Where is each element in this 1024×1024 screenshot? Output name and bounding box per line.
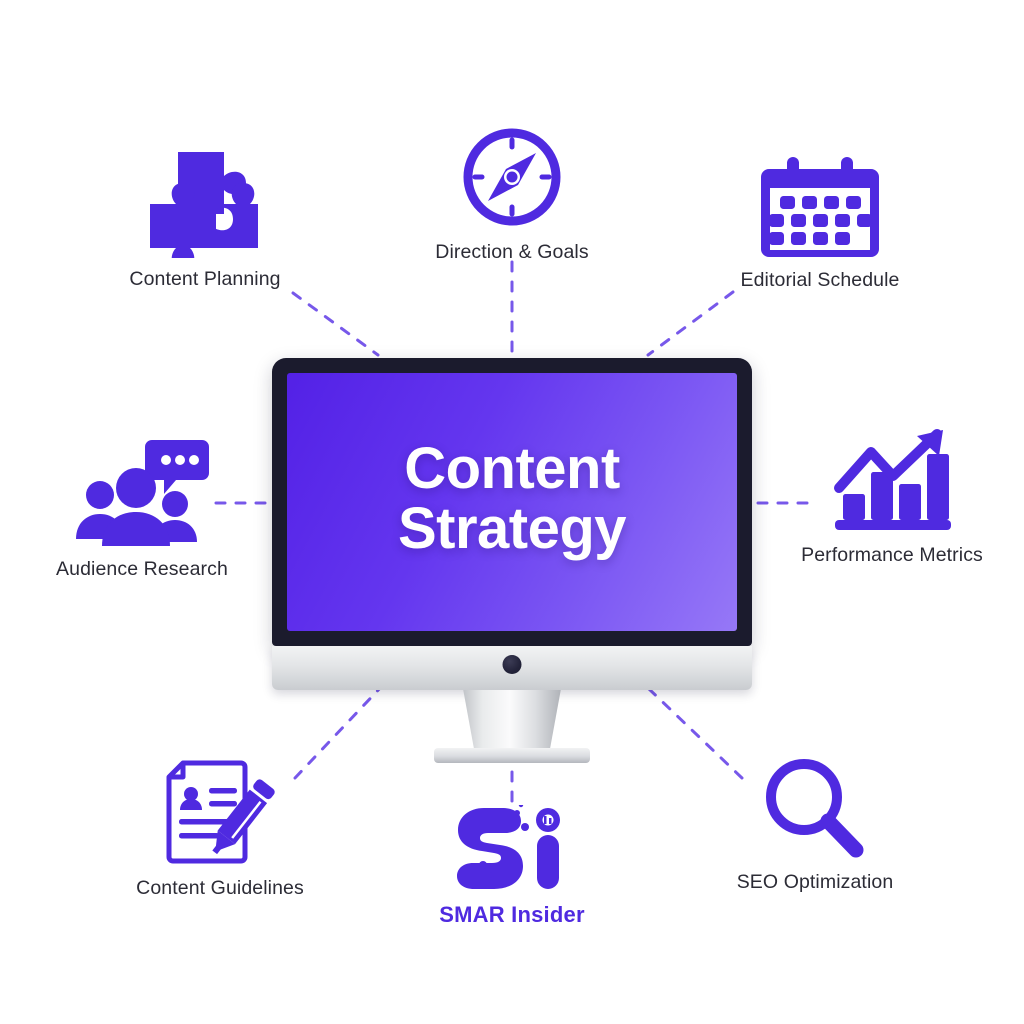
node-audience[interactable]: Audience Research — [22, 438, 262, 581]
monitor-chin — [272, 646, 752, 690]
node-editorial[interactable]: Editorial Schedule — [700, 155, 940, 292]
node-label: Content Guidelines — [136, 877, 304, 899]
monitor-bezel: Content Strategy — [272, 358, 752, 646]
brand-logo[interactable]: SMAR Insider — [402, 802, 622, 928]
calendar-icon — [761, 155, 879, 259]
node-label: Audience Research — [56, 558, 228, 580]
connector-content-planning — [291, 291, 380, 357]
node-guidelines[interactable]: Content Guidelines — [100, 757, 340, 900]
node-label: Editorial Schedule — [740, 269, 900, 291]
node-content-planning[interactable]: Content Planning — [85, 148, 325, 291]
imac-monitor: Content Strategy — [272, 358, 752, 763]
connector-editorial — [646, 290, 735, 357]
node-direction-goals[interactable]: Direction & Goals — [392, 123, 632, 264]
node-performance[interactable]: Performance Metrics — [772, 428, 1012, 567]
node-label: SEO Optimization — [736, 871, 894, 893]
si-monogram-icon — [453, 802, 571, 896]
bar-chart-arrow-up-icon — [833, 428, 951, 534]
brand-name: SMAR Insider — [439, 902, 585, 927]
node-label: Direction & Goals — [435, 241, 589, 263]
puzzle-pieces-icon — [144, 148, 266, 269]
node-seo[interactable]: SEO Optimization — [695, 755, 935, 894]
monitor-logo-dot — [502, 655, 522, 674]
screen-title-line2: Strategy — [397, 496, 627, 561]
screen-title-line1: Content — [404, 436, 620, 502]
monitor-stand-neck — [463, 690, 561, 748]
monitor-stand-base — [434, 748, 590, 763]
monitor-screen: Content Strategy — [287, 373, 737, 631]
node-label: Performance Metrics — [801, 544, 983, 566]
document-pen-icon — [161, 757, 279, 867]
compass-icon — [458, 123, 566, 231]
node-label: Content Planning — [129, 268, 281, 290]
screen-title: Content Strategy — [397, 436, 627, 564]
magnifying-glass-icon — [760, 755, 870, 861]
people-speech-bubble-icon — [74, 438, 210, 548]
